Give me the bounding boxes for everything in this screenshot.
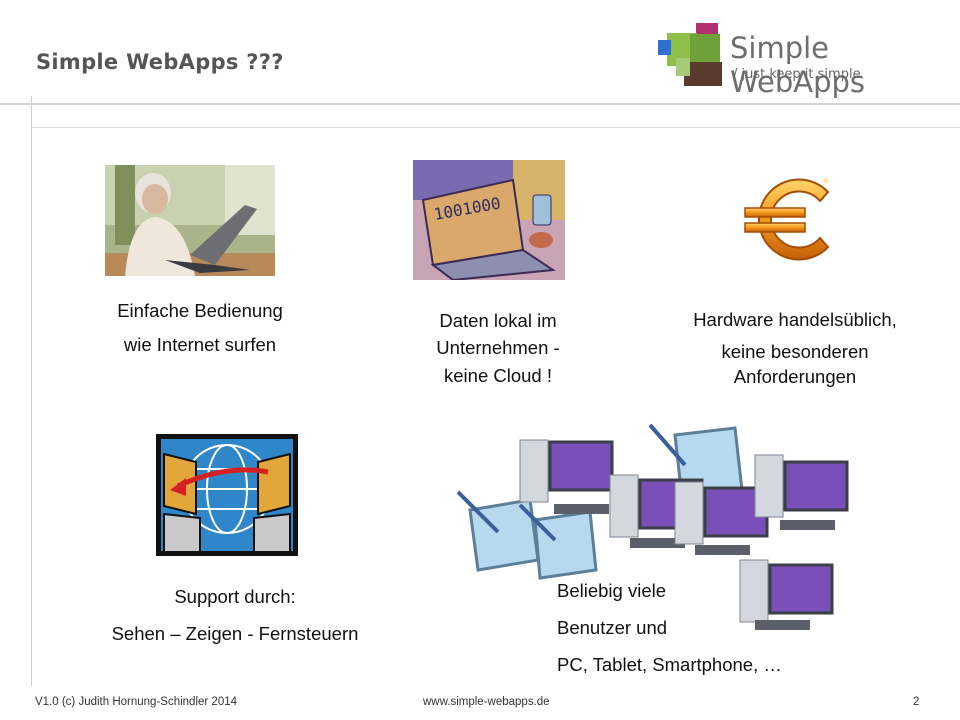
card-2-caption: Daten lokal im Unternehmen - keine Cloud… — [378, 304, 618, 392]
card-5-line-3: PC, Tablet, Smartphone, … — [557, 654, 782, 675]
slide-title: Simple WebApps ??? — [36, 50, 284, 74]
card-2-line-1: Daten lokal im — [439, 310, 557, 331]
tablet-icon — [518, 503, 598, 580]
remote-support-icon — [156, 434, 298, 556]
card-5-line-1: Beliebig viele — [557, 580, 667, 601]
card-4-line-2: Sehen – Zeigen - Fernsteuern — [111, 623, 359, 644]
card-2-line-2: Unternehmen - — [436, 337, 560, 358]
card-5-caption: Beliebig viele Benutzer und PC, Tablet, … — [557, 572, 877, 683]
logo — [656, 20, 946, 90]
card-3-line-2: keine besonderen — [721, 341, 869, 362]
card-1-line-2: wie Internet surfen — [123, 334, 277, 355]
card-4-line-1: Support durch: — [174, 586, 296, 607]
tablet-icon — [456, 490, 540, 572]
svg-text:✦: ✦ — [820, 173, 832, 189]
euro-icon: ✦ — [740, 172, 840, 267]
footer-copyright: V1.0 (c) Judith Hornung-Schindler 2014 — [35, 696, 238, 708]
card-3-line-3: Anforderungen — [733, 366, 857, 387]
logo-squares-icon — [658, 23, 722, 86]
card-1-caption: Einfache Bedienung wie Internet surfen — [80, 294, 320, 362]
desktop-pc-icon — [519, 439, 614, 514]
card-5-line-2: Benutzer und — [557, 617, 668, 638]
card-3-caption: Hardware handelsüblich, keine besonderen… — [650, 303, 940, 387]
card-4-caption: Support durch: Sehen – Zeigen - Fernsteu… — [60, 578, 410, 652]
illustration-network-computers — [450, 420, 870, 640]
left-margin-line — [31, 96, 32, 686]
card-2-line-3: keine Cloud ! — [444, 365, 552, 386]
card-3-line-1: Hardware handelsüblich, — [693, 309, 897, 330]
header-divider — [0, 103, 960, 105]
desktop-pc-icon — [739, 559, 834, 630]
desktop-pc-icon — [754, 454, 849, 530]
logo-tagline: / just keep it simple — [733, 67, 861, 82]
footer-page-number: 2 — [913, 696, 920, 708]
desktop-pc-icon — [674, 481, 769, 555]
header-divider-thin — [32, 127, 960, 128]
card-1-line-1: Einfache Bedienung — [117, 300, 283, 321]
photo-elderly-woman-laptop — [105, 165, 275, 276]
illustration-laptop-binary: 1001000 — [413, 160, 565, 282]
logo-name: Simple WebApps — [730, 31, 865, 99]
footer-url[interactable]: www.simple-webapps.de — [423, 696, 550, 708]
